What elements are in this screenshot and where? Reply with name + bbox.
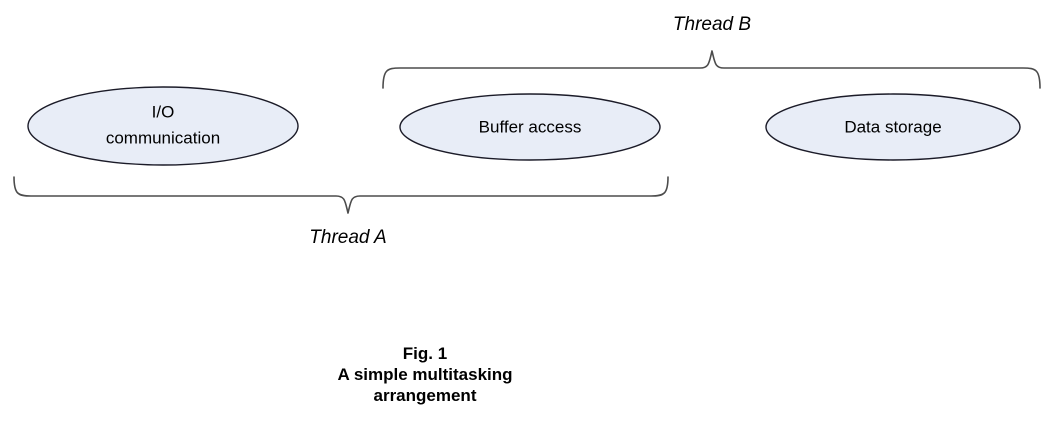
buffer-access-node[interactable]: Buffer access [399,93,661,161]
io-communication-label-line1: I/O [152,102,175,121]
io-communication-ellipse[interactable] [27,86,299,166]
thread-b-label: Thread B [673,14,751,35]
thread-a-label: Thread A [309,227,386,248]
caption-line-2: A simple multitasking [337,365,512,384]
io-communication-label-line2: communication [106,128,220,147]
thread-b-brace-group: Thread B [382,14,1041,89]
thread-a-brace [13,176,669,214]
data-storage-label: Data storage [844,117,941,136]
figure-caption: Fig. 1 A simple multitasking arrangement [337,344,512,405]
io-communication-node[interactable]: I/O communication [27,86,299,166]
data-storage-node[interactable]: Data storage [765,93,1021,161]
thread-b-brace [382,50,1041,89]
buffer-access-ellipse[interactable] [399,93,661,161]
buffer-access-label: Buffer access [479,117,582,136]
caption-line-1: Fig. 1 [403,344,447,363]
caption-line-3: arrangement [374,386,477,405]
data-storage-ellipse[interactable] [765,93,1021,161]
thread-a-brace-group: Thread A [13,176,669,248]
